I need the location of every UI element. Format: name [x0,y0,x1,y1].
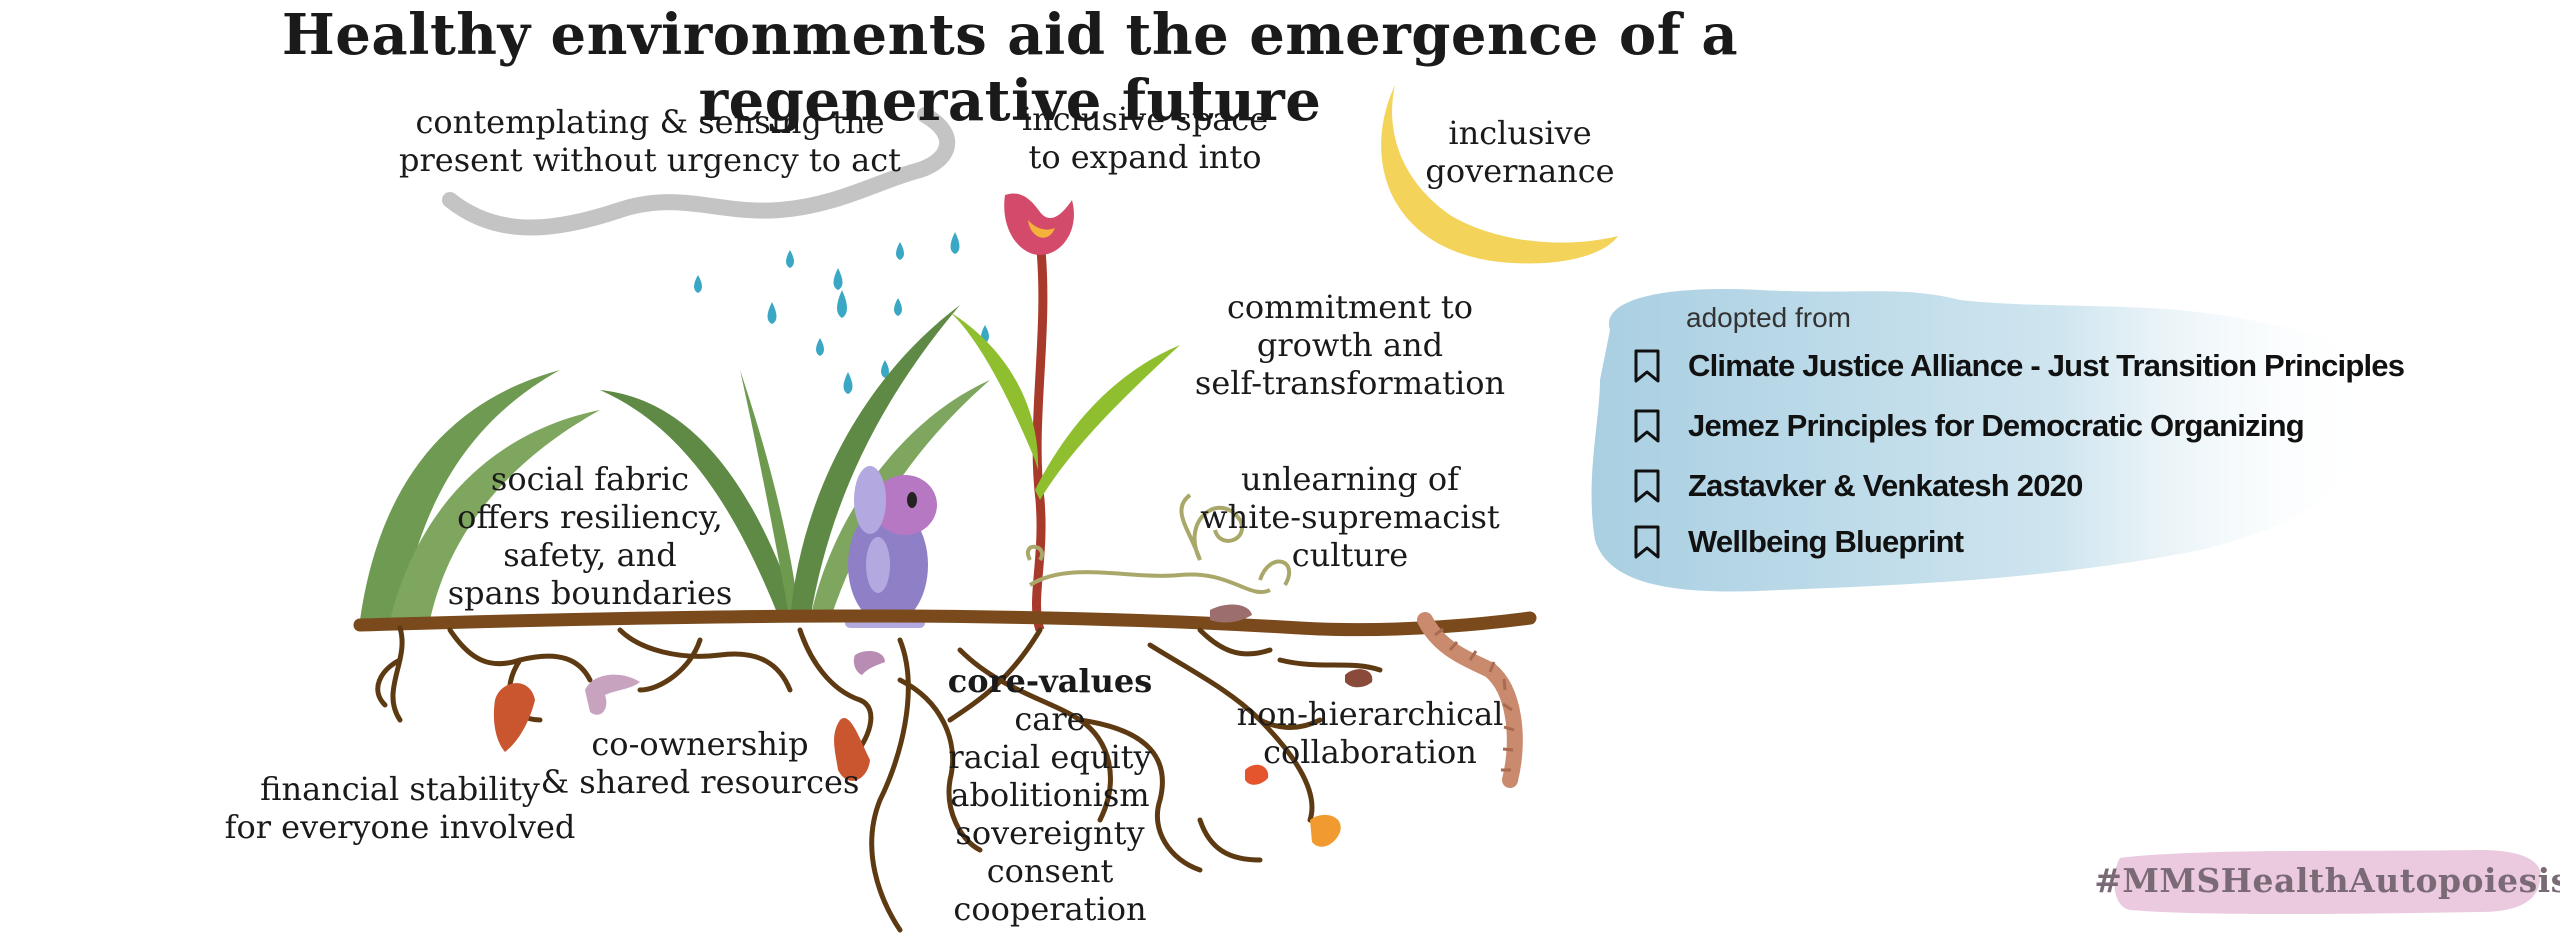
label-line: culture [1291,536,1409,574]
rain-drops [694,232,989,462]
cloud-squiggle [442,107,955,236]
label-line: social fabric [490,460,690,498]
creature [845,466,937,628]
bookmark-icon [1634,349,1660,383]
moon-shape [1381,85,1618,264]
label-inclusive-space: inclusive space to expand into [1000,100,1290,176]
bookmark-icon [1634,409,1660,443]
hashtag-brush [2114,850,2541,914]
reference-item: Wellbeing Blueprint [1632,524,1964,560]
hashtag-text: #MMSHealthAutopoiesis [2094,860,2560,900]
bookmark-icon [1634,525,1660,559]
label-line: growth and [1256,326,1444,364]
bookmark-icon [1634,469,1660,503]
reference-item: Climate Justice Alliance - Just Transiti… [1632,348,2405,384]
label-line: self-transformation [1194,364,1506,402]
label-line: to expand into [1028,138,1262,176]
label-co-ownership: co-ownership & shared resources [540,725,860,801]
core-values-list: core-values care racial equity abolition… [920,662,1180,928]
core-value-item: racial equity [948,738,1152,776]
references-heading: adopted from [1686,302,1851,333]
label-social-fabric: social fabric offers resiliency, safety,… [440,460,740,612]
label-financial-stability: financial stability for everyone involve… [220,770,580,846]
reference-label: Zastavker & Venkatesh 2020 [1688,468,2083,503]
label-line: contemplating & sensing the [415,103,885,141]
label-line: white-supremacist [1200,498,1500,536]
label-line: spans boundaries [447,574,733,612]
reference-item: Zastavker & Venkatesh 2020 [1632,468,2083,504]
label-line: governance [1425,152,1615,190]
label-line: present without urgency to act [399,141,901,179]
page-title: Healthy environments aid the emergence o… [281,2,1739,134]
soil-line [353,609,1537,637]
label-contemplating: contemplating & sensing the present with… [380,103,920,179]
flower-leaf-right [1035,345,1180,500]
label-line: co-ownership [591,725,809,763]
earthworm-rings [1434,627,1515,772]
label-non-hierarchical: non-hierarchical collaboration [1225,695,1515,771]
hashtag-badge: #MMSHealthAutopoiesis [2094,846,2560,914]
label-commitment: commitment to growth and self-transforma… [1180,288,1520,402]
core-values-heading: core-values [947,662,1153,700]
fungi [493,604,1373,847]
reference-label: Jemez Principles for Democratic Organizi… [1688,408,2305,443]
reference-item: Jemez Principles for Democratic Organizi… [1632,408,2305,444]
flower-leaf-left [950,312,1039,470]
reference-blob [1591,289,2374,592]
label-line: inclusive space [1021,100,1269,138]
core-value-item: abolitionism [950,776,1150,814]
grass-left [360,305,990,620]
label-inclusive-governance: inclusive governance [1400,114,1640,190]
vine [1026,493,1292,594]
flower-bloom [1004,193,1074,255]
core-value-item: care [1014,700,1086,738]
label-line: inclusive [1448,114,1592,152]
label-line: unlearning of [1241,460,1459,498]
label-line: & shared resources [540,763,860,801]
roots [375,625,1383,933]
label-unlearning: unlearning of white-supremacist culture [1190,460,1510,574]
label-line: offers resiliency, [457,498,723,536]
label-line: commitment to [1226,288,1473,326]
label-line: safety, and [503,536,677,574]
label-line: financial stability [260,770,540,808]
reference-label: Climate Justice Alliance - Just Transiti… [1688,348,2405,383]
core-value-item: cooperation [953,890,1147,928]
label-line: non-hierarchical [1236,695,1504,733]
flower-stem [1031,239,1048,632]
core-value-item: consent [986,852,1114,890]
label-line: collaboration [1263,733,1477,771]
reference-label: Wellbeing Blueprint [1688,524,1964,559]
core-value-item: sovereignty [955,814,1145,852]
label-line: for everyone involved [224,808,576,846]
